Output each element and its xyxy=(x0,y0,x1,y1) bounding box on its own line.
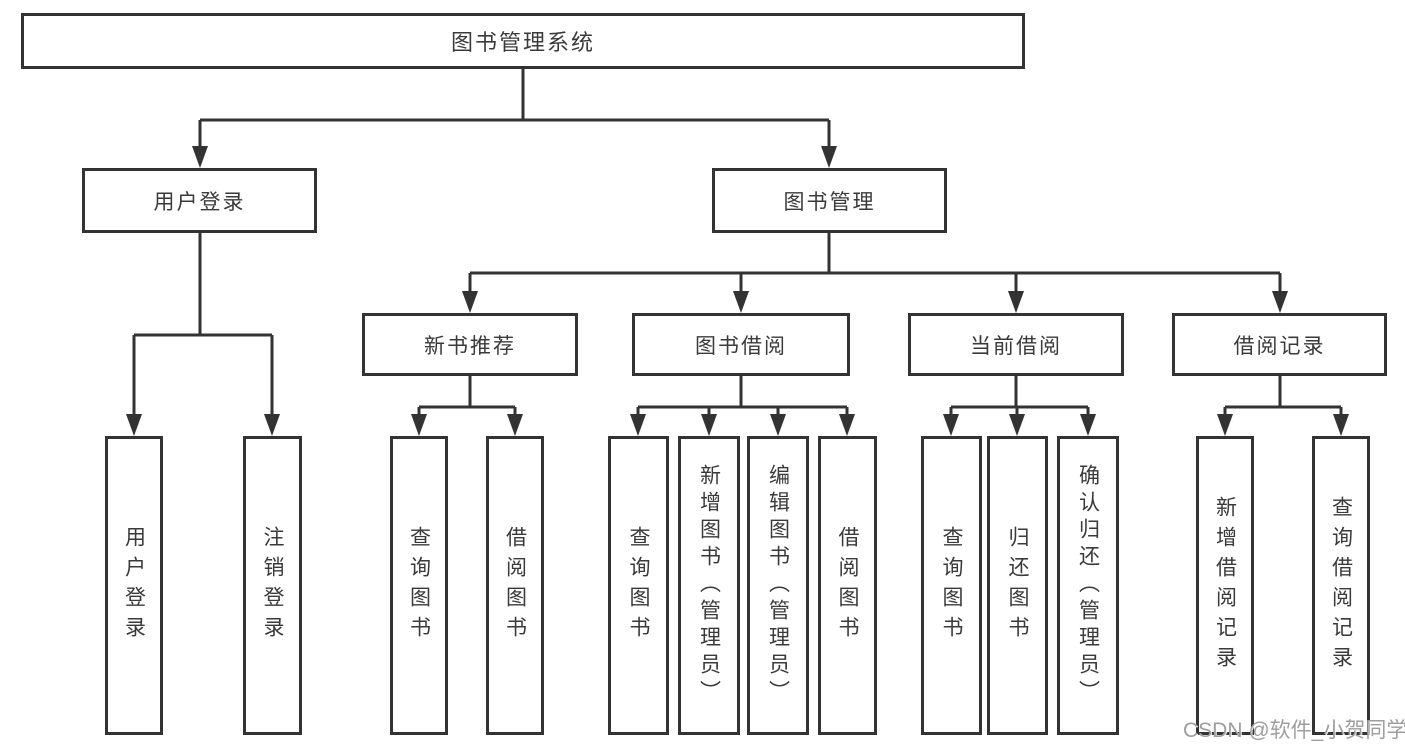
leaf-return-books: 归还图书 xyxy=(987,436,1048,735)
node-label: 借阅记录 xyxy=(1233,334,1326,358)
node-label: 查询图书 xyxy=(407,525,431,646)
node-label: 编辑图书（管理员） xyxy=(766,464,790,707)
node-label: 借阅图书 xyxy=(836,525,859,646)
leaf-add-borrow-record: 新增借阅记录 xyxy=(1196,436,1254,735)
leaf-add-books-admin: 新增图书（管理员） xyxy=(678,436,740,735)
arrowheads xyxy=(126,146,1349,436)
node-label: 借阅图书 xyxy=(503,525,527,646)
leaf-borrow-books-recommend: 借阅图书 xyxy=(486,436,544,735)
node-book-management: 图书管理 xyxy=(712,168,947,233)
node-label: 新增图书（管理员） xyxy=(697,464,721,707)
node-book-borrowing: 图书借阅 xyxy=(632,313,850,376)
node-label: 新书推荐 xyxy=(424,334,516,358)
node-label: 图书管理 xyxy=(783,190,876,214)
node-label: 确认归还（管理员） xyxy=(1076,464,1100,707)
node-user-login: 用户登录 xyxy=(82,168,317,233)
leaf-borrow-books: 借阅图书 xyxy=(818,436,877,735)
connector-strokes xyxy=(132,69,1343,420)
node-label: 用户登录 xyxy=(153,190,246,214)
leaf-query-books-borrowing: 查询图书 xyxy=(608,436,669,735)
node-new-book-recommend: 新书推荐 xyxy=(362,313,578,376)
leaf-edit-books-admin: 编辑图书（管理员） xyxy=(747,436,809,735)
node-library-management-system: 图书管理系统 xyxy=(21,13,1025,69)
node-label: 查询借阅记录 xyxy=(1329,495,1353,676)
watermark: CSDN @软件_小贺同学 xyxy=(1183,719,1405,742)
node-label: 图书管理系统 xyxy=(450,30,595,55)
node-label: 图书借阅 xyxy=(695,334,787,358)
node-label: 查询图书 xyxy=(940,525,963,646)
leaf-query-books-recommend: 查询图书 xyxy=(390,436,448,735)
leaf-user-login: 用户登录 xyxy=(105,436,163,735)
leaf-query-books-current: 查询图书 xyxy=(921,436,982,735)
node-borrowing-records: 借阅记录 xyxy=(1172,313,1387,376)
leaf-confirm-return-admin: 确认归还（管理员） xyxy=(1057,436,1119,735)
node-label: 用户登录 xyxy=(122,525,146,646)
node-label: 注销登录 xyxy=(261,525,284,646)
node-current-borrowing: 当前借阅 xyxy=(908,313,1124,376)
leaf-logout: 注销登录 xyxy=(243,436,302,735)
node-label: 当前借阅 xyxy=(970,334,1062,358)
leaf-query-borrow-record: 查询借阅记录 xyxy=(1312,436,1370,735)
node-label: 归还图书 xyxy=(1006,525,1029,646)
node-label: 新增借阅记录 xyxy=(1213,495,1237,676)
node-label: 查询图书 xyxy=(627,525,650,646)
